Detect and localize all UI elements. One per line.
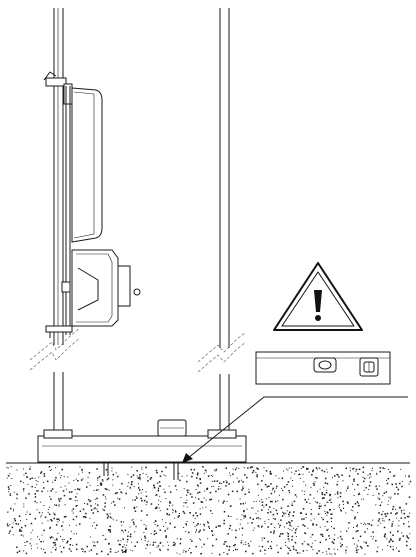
gravel-texture: [6, 466, 412, 556]
charger-housing: [71, 87, 103, 243]
pointer-arrow: [182, 396, 408, 463]
warning-triangle-icon: [273, 262, 363, 331]
left-pole: [29, 8, 81, 433]
base-plinth: [37, 419, 247, 480]
charger-unit: [43, 71, 141, 338]
right-pole: [197, 8, 247, 433]
pole-break-right: [197, 341, 247, 373]
junction-box: [71, 249, 119, 327]
ground: [6, 462, 412, 556]
spirit-level-icon: [255, 351, 391, 385]
pole-break-left: [29, 337, 81, 371]
